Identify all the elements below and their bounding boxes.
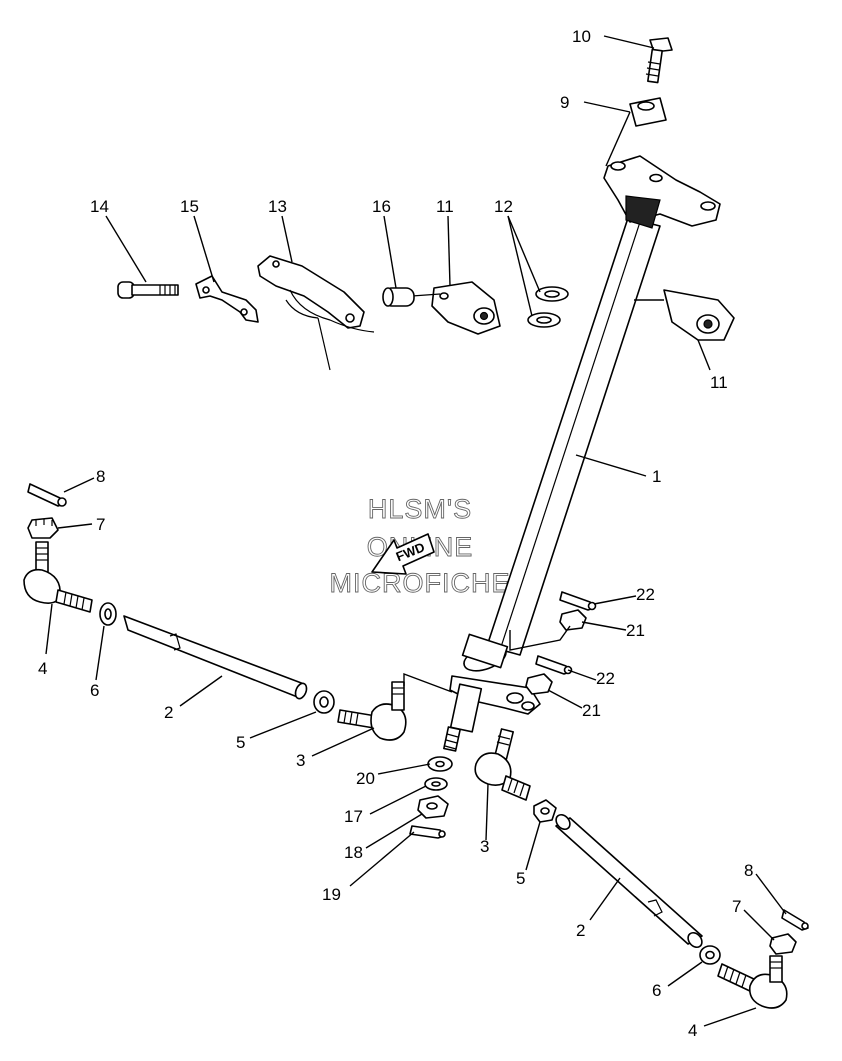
castle-nut-21-upper xyxy=(559,609,587,631)
left-tie-rod xyxy=(123,615,308,700)
callout-7-right: 7 xyxy=(732,897,741,916)
callout-9: 9 xyxy=(560,93,569,112)
cotter-pin-22-lower xyxy=(535,655,573,675)
cable-bracket xyxy=(257,255,375,371)
callout-5-right: 5 xyxy=(516,869,525,888)
right-tie-rod-end xyxy=(717,955,788,1009)
inner-tie-rod-end-left xyxy=(337,681,407,741)
lower-washer-20 xyxy=(427,756,453,772)
callout-15: 15 xyxy=(180,197,199,216)
right-locknut-5 xyxy=(533,799,557,823)
callout-labels: 1 10 9 11 14 15 13 16 11 12 8 7 4 6 2 5 … xyxy=(38,27,753,1040)
callout-13: 13 xyxy=(268,197,287,216)
callout-16: 16 xyxy=(372,197,391,216)
callout-18: 18 xyxy=(344,843,363,862)
callout-1: 1 xyxy=(652,467,661,486)
callout-19: 19 xyxy=(322,885,341,904)
callout-11-right: 11 xyxy=(710,373,728,392)
callout-4-left: 4 xyxy=(38,659,47,678)
column-top-bracket xyxy=(603,155,721,229)
callout-6-right: 6 xyxy=(652,981,661,1000)
column-bushing-right xyxy=(663,289,735,341)
lock-plate xyxy=(195,275,259,323)
lock-washers xyxy=(527,286,569,328)
callout-22-upper: 22 xyxy=(636,585,655,604)
callout-2-right: 2 xyxy=(576,921,585,940)
top-bolt xyxy=(645,37,673,84)
left-locknut-6 xyxy=(99,602,117,626)
lower-washer-17 xyxy=(424,777,448,791)
right-castle-nut xyxy=(769,933,797,955)
callout-7-left: 7 xyxy=(96,515,105,534)
left-tie-rod-end xyxy=(23,541,93,613)
column-bushing-left xyxy=(411,281,501,335)
callout-3-right: 3 xyxy=(480,837,489,856)
right-cotter-pin xyxy=(781,909,809,931)
cotter-pin-22-upper xyxy=(559,591,597,611)
callout-22-lower: 22 xyxy=(596,669,615,688)
watermark: HLSM'S ONLINE MICROFICHE xyxy=(329,494,511,599)
callout-4-right: 4 xyxy=(688,1021,697,1040)
callout-5-left: 5 xyxy=(236,733,245,752)
watermark-line-1: HLSM'S xyxy=(368,494,472,524)
castle-nut-21-lower xyxy=(525,673,553,695)
watermark-line-3: MICROFICHE xyxy=(330,568,511,598)
lower-nut-18 xyxy=(417,795,449,819)
callout-14: 14 xyxy=(90,197,109,216)
left-locknut-5 xyxy=(313,690,335,714)
right-tie-rod xyxy=(555,813,703,949)
callout-11-left: 11 xyxy=(436,197,454,216)
bolt xyxy=(117,281,179,299)
inner-tie-rod-end-right xyxy=(474,728,531,801)
steering-column xyxy=(443,217,661,752)
callout-10: 10 xyxy=(572,27,591,46)
callout-3-left: 3 xyxy=(296,751,305,770)
callout-17: 17 xyxy=(344,807,363,826)
callout-21-lower: 21 xyxy=(582,701,601,720)
callout-8-left: 8 xyxy=(96,467,105,486)
leader-lines xyxy=(45,35,787,1027)
callout-12: 12 xyxy=(494,197,513,216)
left-cotter-pin xyxy=(27,483,67,507)
callout-20: 20 xyxy=(356,769,375,788)
callout-8-right: 8 xyxy=(744,861,753,880)
callout-21-upper: 21 xyxy=(626,621,645,640)
callout-6-left: 6 xyxy=(90,681,99,700)
callout-2-left: 2 xyxy=(164,703,173,722)
collar xyxy=(382,287,415,307)
left-castle-nut xyxy=(27,517,59,539)
lower-cotter-pin-19 xyxy=(409,825,446,839)
right-locknut-6 xyxy=(699,945,721,965)
upper-bush xyxy=(629,97,667,127)
